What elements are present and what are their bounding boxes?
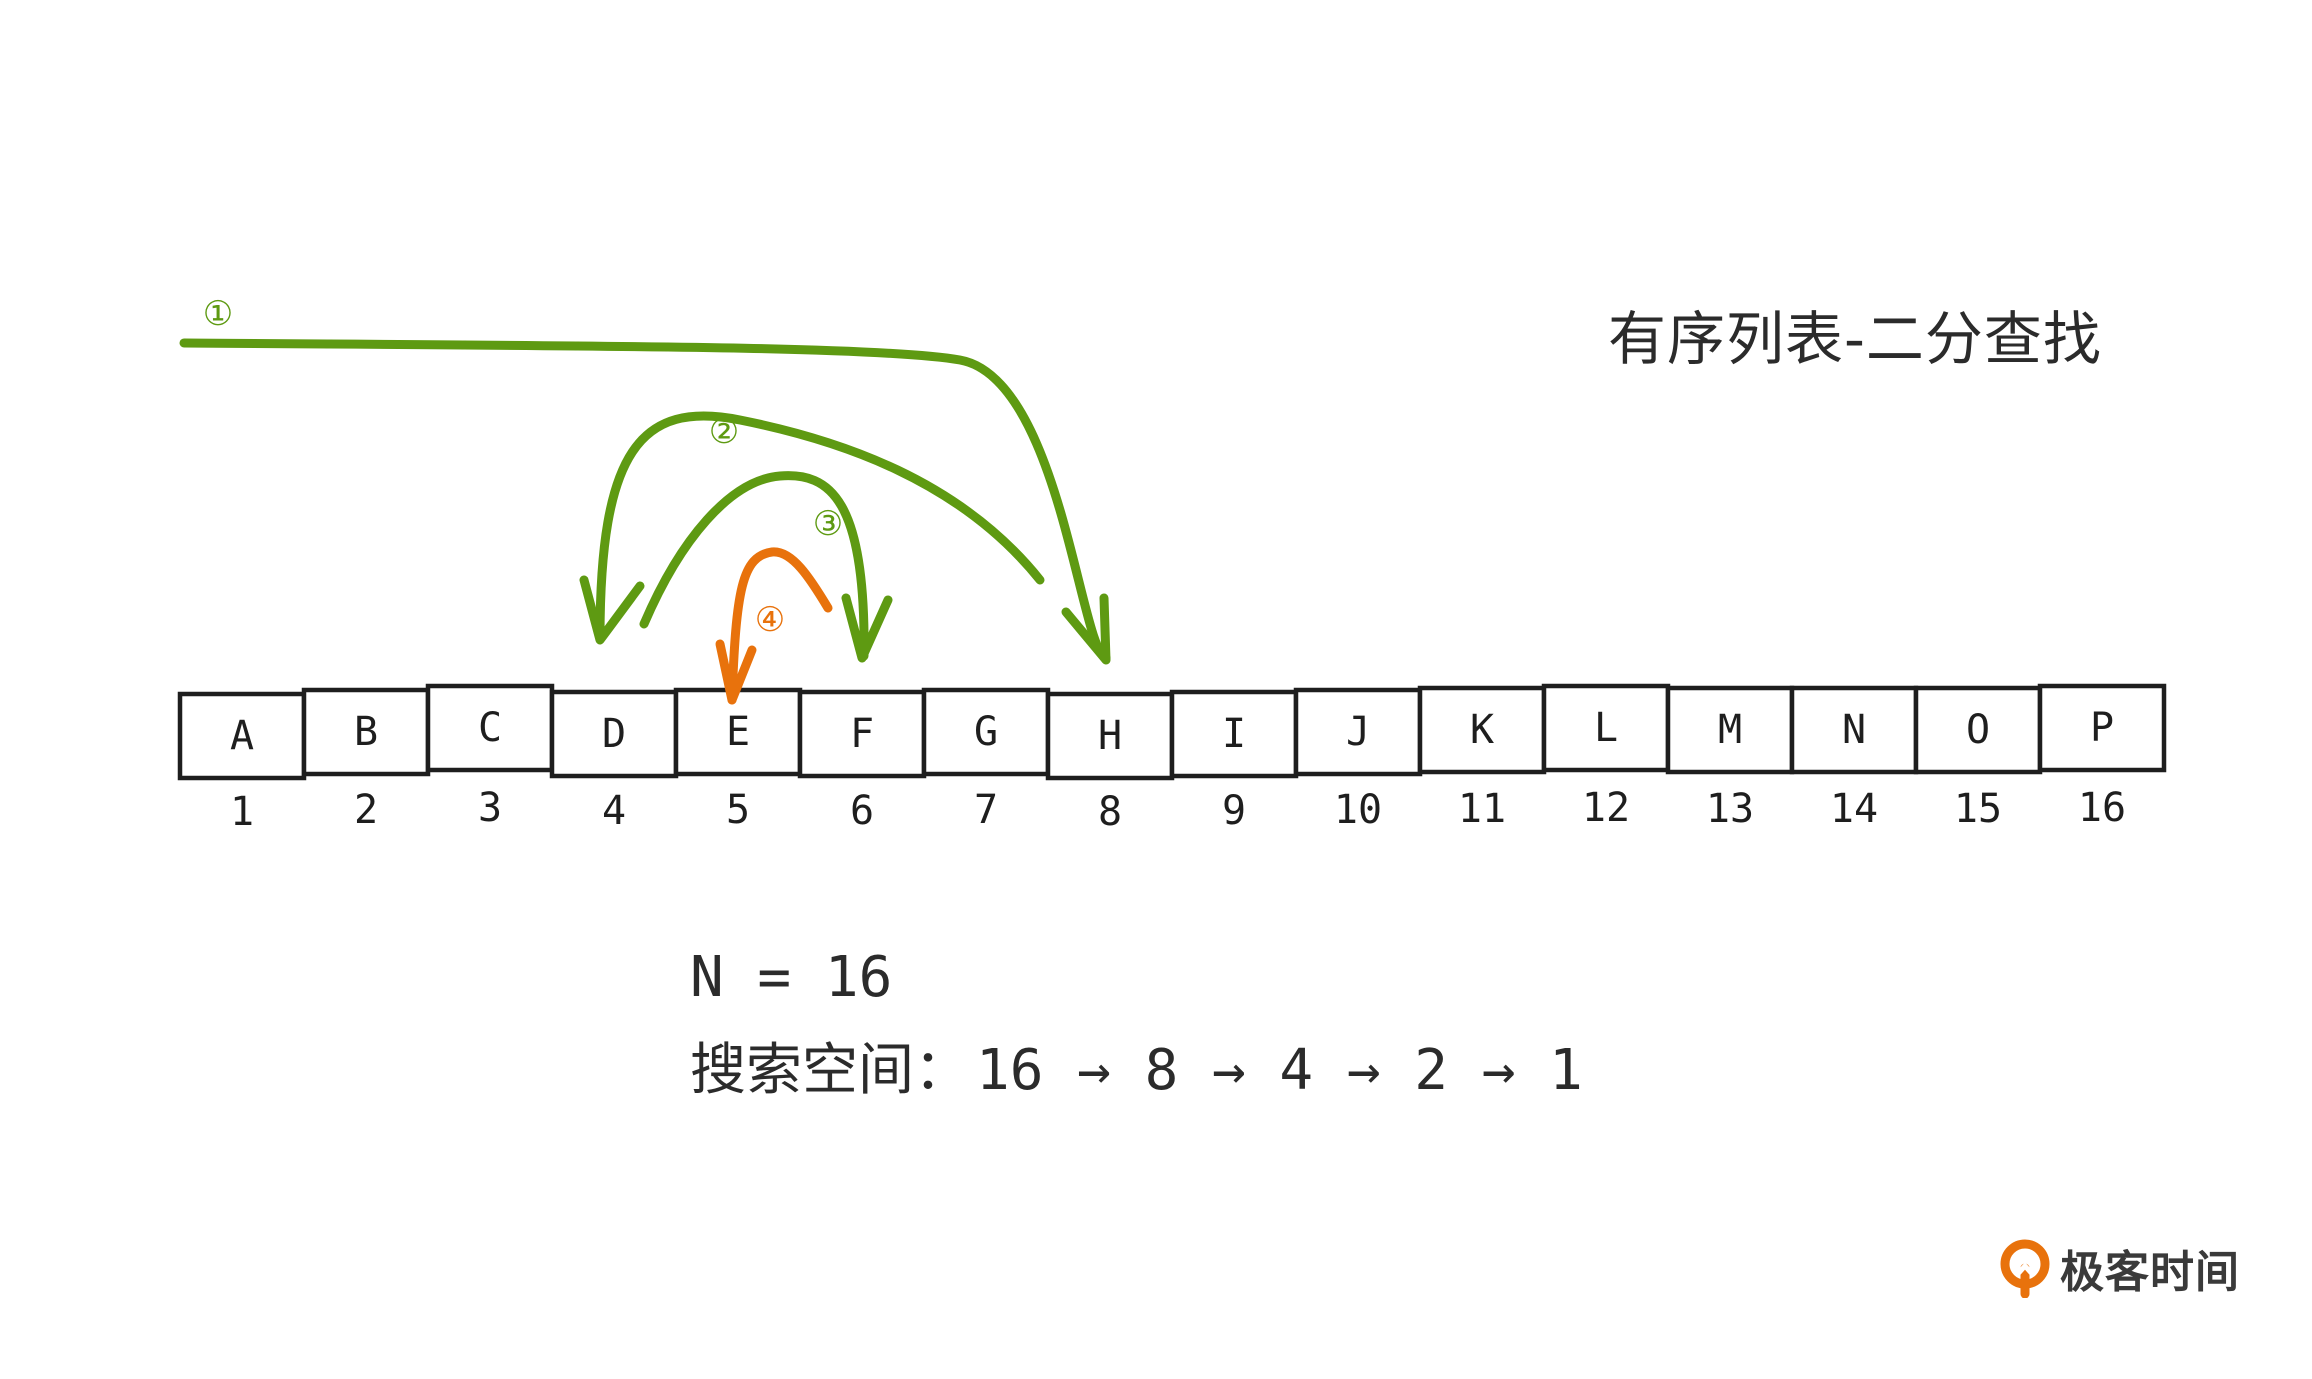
cell-letter: A bbox=[230, 713, 254, 759]
cell-letter: D bbox=[602, 711, 626, 757]
cell-letter: K bbox=[1470, 707, 1494, 753]
array-cells: A B C D E F G H I J K L M N O P bbox=[177, 683, 2167, 781]
cell-box bbox=[1293, 687, 1423, 777]
cell-box bbox=[1789, 685, 1919, 775]
cell-index: 4 bbox=[602, 788, 626, 834]
cell-o: O bbox=[1913, 685, 2043, 775]
cell-letter: C bbox=[478, 705, 502, 751]
cell-index: 8 bbox=[1098, 789, 1122, 835]
cell-index: 13 bbox=[1706, 786, 1754, 832]
cell-letter: H bbox=[1098, 713, 1122, 759]
step-4-arrow: ④ bbox=[715, 547, 833, 705]
step-1-arrow: ① bbox=[179, 294, 1111, 665]
cell-n: N bbox=[1789, 685, 1919, 775]
cell-letter: G bbox=[974, 709, 998, 755]
cell-l: L bbox=[1541, 683, 1671, 773]
cell-box bbox=[425, 683, 555, 773]
step-1-label: ① bbox=[203, 294, 233, 334]
step-3-arrow: ③ bbox=[639, 471, 893, 663]
cell-box bbox=[1169, 689, 1299, 779]
cell-index: 14 bbox=[1830, 786, 1878, 832]
cell-index: 3 bbox=[478, 785, 502, 831]
cell-box bbox=[301, 687, 431, 777]
search-space-label: 搜索空间： bbox=[690, 1038, 970, 1103]
cell-index: 15 bbox=[1954, 786, 2002, 832]
n-value-line: N = 16 bbox=[690, 945, 893, 1010]
step-2-arrow: ② bbox=[579, 411, 1045, 645]
cell-box bbox=[1665, 685, 1795, 775]
step-2-label: ② bbox=[709, 412, 739, 452]
cell-index: 2 bbox=[354, 787, 378, 833]
step-4-label: ④ bbox=[755, 600, 785, 640]
cell-e: E bbox=[673, 687, 803, 777]
cell-c: C bbox=[425, 683, 555, 773]
cell-index: 6 bbox=[850, 788, 874, 834]
cell-box bbox=[1045, 691, 1175, 781]
cell-d: D bbox=[549, 689, 679, 779]
diagram-title: 有序列表-二分查找 bbox=[1608, 305, 2102, 373]
cell-b: B bbox=[301, 687, 431, 777]
cell-i: I bbox=[1169, 689, 1299, 779]
cell-f: F bbox=[797, 689, 927, 779]
cell-index: 11 bbox=[1458, 786, 1506, 832]
cell-letter: O bbox=[1966, 707, 1990, 753]
cell-letter: L bbox=[1594, 705, 1618, 751]
search-space-line: 搜索空间：16 → 8 → 4 → 2 → 1 bbox=[690, 1025, 1583, 1106]
cell-letter: I bbox=[1222, 711, 1246, 757]
cell-index: 5 bbox=[726, 787, 750, 833]
cell-letter: P bbox=[2090, 705, 2114, 751]
geektime-logo-icon bbox=[2000, 1239, 2050, 1298]
cell-index: 1 bbox=[230, 789, 254, 835]
cell-p: P bbox=[2037, 683, 2167, 773]
cell-box bbox=[921, 687, 1051, 777]
logo-text: 极客时间 bbox=[2060, 1247, 2240, 1298]
cell-index: 7 bbox=[974, 787, 998, 833]
cell-letter: B bbox=[354, 709, 378, 755]
cell-j: J bbox=[1293, 687, 1423, 777]
cell-index: 9 bbox=[1222, 788, 1246, 834]
cell-k: K bbox=[1417, 685, 1547, 775]
cell-a: A bbox=[177, 691, 307, 781]
cell-index: 12 bbox=[1582, 785, 1630, 831]
cell-letter: N bbox=[1842, 707, 1866, 753]
cell-letter: F bbox=[850, 711, 874, 757]
cell-letter: E bbox=[726, 709, 750, 755]
brand-logo: 极客时间 bbox=[1998, 1236, 2240, 1300]
cell-m: M bbox=[1665, 685, 1795, 775]
cell-box bbox=[1541, 683, 1671, 773]
cell-box bbox=[2037, 683, 2167, 773]
cell-index: 16 bbox=[2078, 785, 2126, 831]
cell-letter: J bbox=[1346, 709, 1370, 755]
cell-index: 10 bbox=[1334, 787, 1382, 833]
step-3-label: ③ bbox=[813, 504, 843, 544]
cell-g: G bbox=[921, 687, 1051, 777]
cell-box bbox=[177, 691, 307, 781]
search-space-sequence: 16 → 8 → 4 → 2 → 1 bbox=[976, 1038, 1583, 1103]
cell-letter: M bbox=[1718, 707, 1742, 753]
cell-h: H bbox=[1045, 691, 1175, 781]
